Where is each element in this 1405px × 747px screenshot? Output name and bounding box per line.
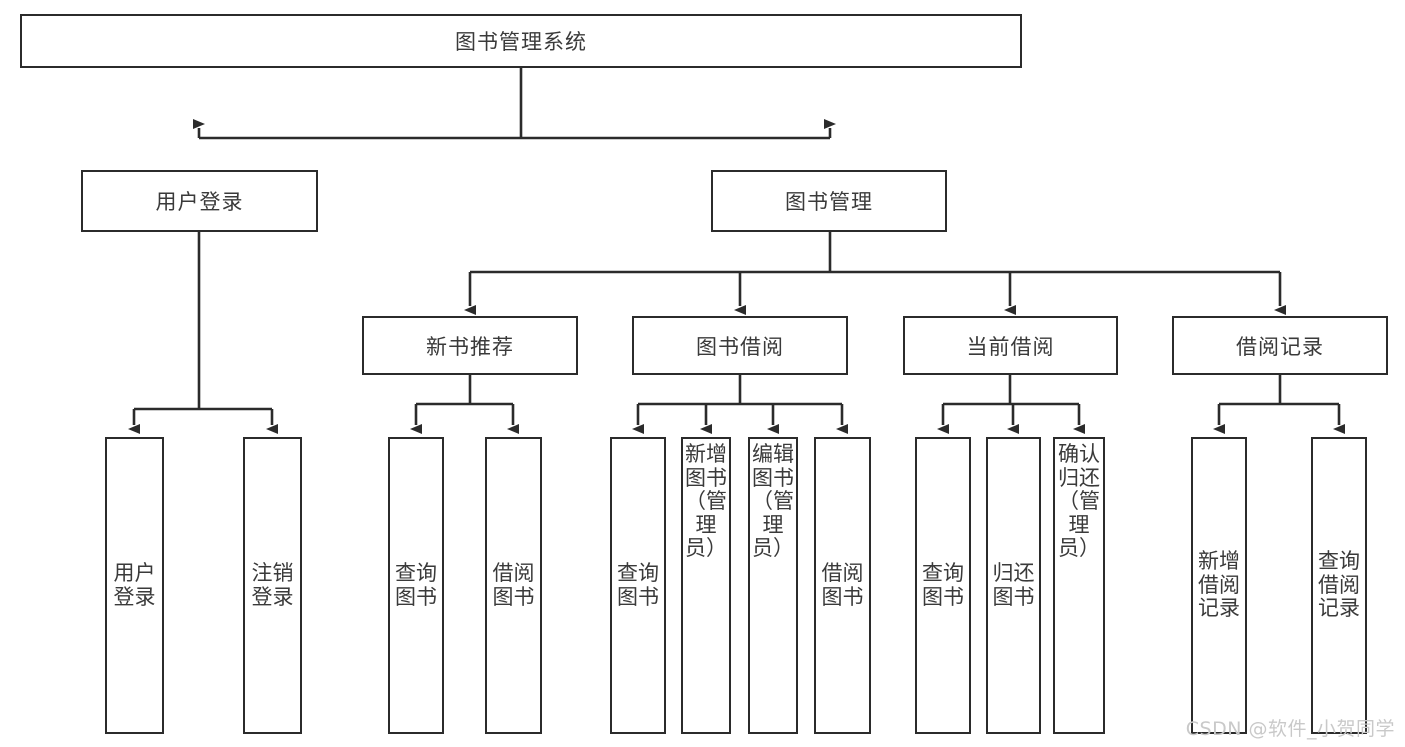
leaf-cb-confirm-return-admin-label: 确认归还（管理员）: [1058, 442, 1100, 561]
node-current-borrow-label: 当前借阅: [966, 334, 1055, 359]
node-borrow-record[interactable]: 借阅记录: [1172, 316, 1388, 375]
leaf-br-add-record[interactable]: 新增借阅记录: [1191, 437, 1247, 734]
leaf-br-query-record[interactable]: 查询借阅记录: [1311, 437, 1367, 734]
leaf-nb-query-book[interactable]: 查询图书: [388, 437, 444, 734]
node-book-management-label: 图书管理: [785, 190, 873, 214]
leaf-cb-return-book-label: 归还图书: [992, 560, 1035, 609]
node-new-book-recommend[interactable]: 新书推荐: [362, 316, 578, 375]
node-user-login[interactable]: 用户登录: [81, 170, 318, 232]
leaf-bb-borrow-book-label: 借阅图书: [821, 560, 864, 609]
node-new-book-recommend-label: 新书推荐: [426, 334, 514, 359]
leaf-br-add-record-label: 新增借阅记录: [1198, 549, 1240, 621]
node-book-borrow[interactable]: 图书借阅: [632, 316, 848, 375]
leaf-cb-query-book-label: 查询图书: [922, 560, 964, 609]
leaf-nb-borrow-book-label: 借阅图书: [492, 560, 535, 609]
node-root[interactable]: 图书管理系统: [20, 14, 1022, 68]
leaf-bb-borrow-book[interactable]: 借阅图书: [814, 437, 871, 734]
node-book-management[interactable]: 图书管理: [711, 170, 947, 232]
leaf-user-login[interactable]: 用户登录: [105, 437, 164, 734]
node-borrow-record-label: 借阅记录: [1236, 334, 1324, 359]
node-user-login-label: 用户登录: [155, 190, 244, 214]
node-root-label: 图书管理系统: [455, 30, 587, 54]
leaf-cb-query-book[interactable]: 查询图书: [915, 437, 971, 734]
node-book-borrow-label: 图书借阅: [696, 334, 784, 359]
leaf-logout[interactable]: 注销登录: [243, 437, 302, 734]
leaf-user-login-label: 用户登录: [113, 560, 156, 609]
leaf-bb-query-book[interactable]: 查询图书: [610, 437, 666, 734]
leaf-bb-edit-book-admin-label: 编辑图书（管理员）: [752, 442, 794, 561]
leaf-bb-query-book-label: 查询图书: [617, 560, 659, 609]
leaf-bb-add-book-admin[interactable]: 新增图书（管理员）: [681, 437, 731, 734]
leaf-bb-edit-book-admin[interactable]: 编辑图书（管理员）: [748, 437, 798, 734]
leaf-nb-borrow-book[interactable]: 借阅图书: [485, 437, 542, 734]
leaf-bb-add-book-admin-label: 新增图书（管理员）: [685, 442, 727, 561]
leaf-cb-return-book[interactable]: 归还图书: [986, 437, 1041, 734]
leaf-cb-confirm-return-admin[interactable]: 确认归还（管理员）: [1053, 437, 1105, 734]
leaf-nb-query-book-label: 查询图书: [395, 560, 437, 609]
leaf-br-query-record-label: 查询借阅记录: [1318, 549, 1360, 621]
leaf-logout-label: 注销登录: [251, 560, 294, 609]
node-current-borrow[interactable]: 当前借阅: [903, 316, 1118, 375]
